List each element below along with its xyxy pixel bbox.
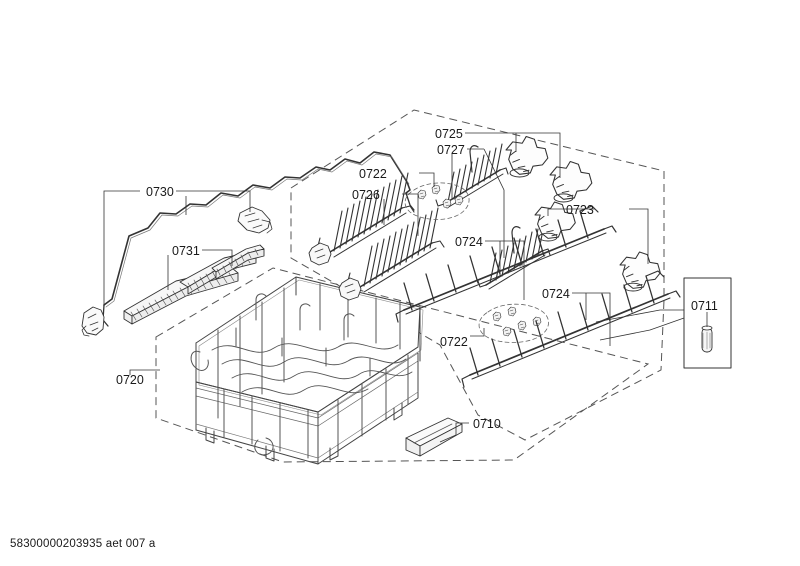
label-0731: 0731	[172, 244, 200, 258]
detail-box-0711	[683, 277, 732, 369]
rail-end-clip-left	[81, 306, 105, 337]
label-0730: 0730	[146, 185, 174, 199]
rack-foot-left	[308, 242, 332, 266]
part-0727-rack-upper	[435, 143, 509, 209]
basket-zone-outline	[155, 267, 650, 463]
label-0726: 0726	[352, 188, 380, 202]
part-0725-clip-a	[505, 135, 549, 178]
label-0725: 0725	[435, 127, 463, 141]
leader-lines	[103, 132, 708, 443]
part-geometry	[81, 135, 732, 465]
label-0724-lower: 0724	[542, 287, 570, 301]
part-0720-basket	[190, 276, 424, 465]
drawing-caption: 58300000203935 aet 007 a	[10, 538, 156, 550]
label-0724-upper: 0724	[455, 235, 483, 249]
label-0720: 0720	[116, 373, 144, 387]
label-0723: 0723	[566, 203, 594, 217]
part-0727-rack-lower	[477, 224, 551, 290]
label-0722-upper: 0722	[359, 167, 387, 181]
label-0710: 0710	[473, 417, 501, 431]
part-0726-plate-rack-upper	[308, 172, 415, 266]
part-0725-clip-b	[549, 160, 593, 203]
rack-foot-left-2	[338, 277, 362, 301]
label-0722-lower: 0722	[440, 335, 468, 349]
part-0730-zigzag-rail	[81, 151, 415, 337]
label-0727: 0727	[437, 143, 465, 157]
part-number-labels: 0730 0731 0720 0725 0727 0722 0726 0723 …	[116, 127, 718, 431]
part-0723-clip-b	[619, 251, 661, 292]
rail-end-clip-right	[237, 206, 273, 234]
dashed-region-outlines	[155, 109, 665, 463]
part-0710-cover-strip	[405, 417, 463, 457]
part-0724-rack-lower	[461, 270, 681, 388]
part-0726-plate-rack-lower	[338, 207, 445, 301]
part-0724-rack-upper	[395, 205, 617, 323]
part-0731-rack-inserts	[123, 244, 265, 325]
part-0722-clip-set-lower	[478, 303, 549, 343]
part-0722-clip-set-upper	[404, 182, 470, 220]
label-0711: 0711	[691, 299, 718, 313]
